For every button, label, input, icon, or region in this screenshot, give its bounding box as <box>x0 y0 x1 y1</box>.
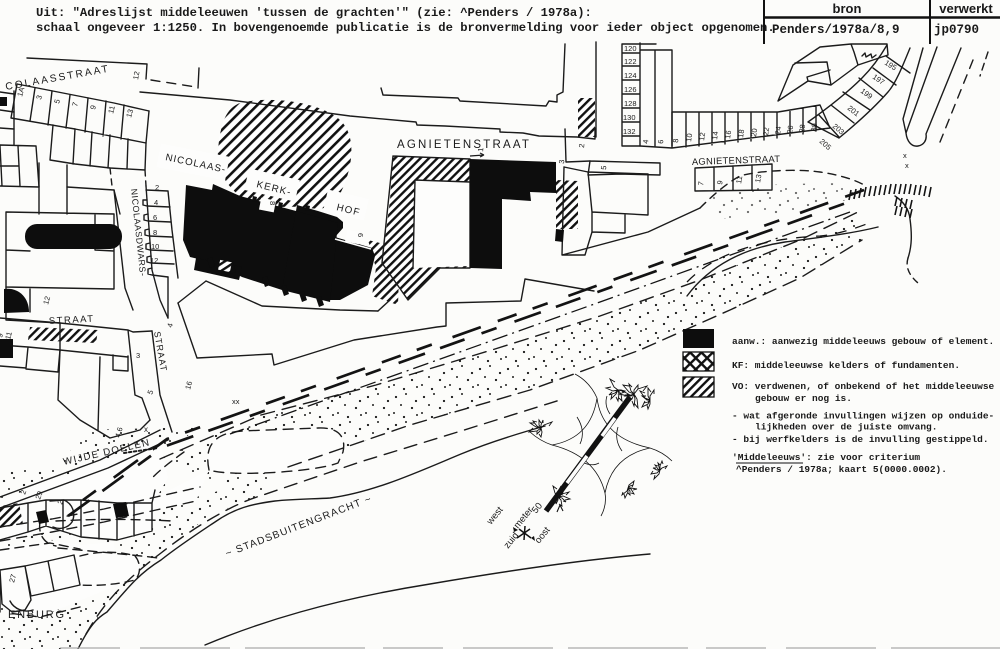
svg-text:AGNIETENSTRAAT: AGNIETENSTRAAT <box>692 153 781 167</box>
svg-text:29: 29 <box>33 490 44 501</box>
svg-text:Uit: "Adreslijst middeleeuwen: Uit: "Adreslijst middeleeuwen 'tussen de… <box>36 6 592 20</box>
svg-text:4: 4 <box>641 139 650 144</box>
svg-text:10: 10 <box>684 133 694 143</box>
svg-text:18: 18 <box>736 129 746 139</box>
svg-text:130: 130 <box>623 113 636 122</box>
svg-text:1: 1 <box>476 147 485 152</box>
svg-text:26: 26 <box>785 125 795 135</box>
svg-text:- wat afgeronde invullingen wi: - wat afgeronde invullingen wijzen op on… <box>732 411 994 422</box>
svg-text:2: 2 <box>55 499 65 506</box>
svg-text:2: 2 <box>577 143 586 148</box>
svg-text:22: 22 <box>761 127 771 137</box>
svg-text:12: 12 <box>150 256 158 265</box>
svg-text:16: 16 <box>183 380 194 390</box>
svg-text:xx: xx <box>232 397 240 406</box>
svg-text:2: 2 <box>18 489 28 496</box>
svg-text:ENBURG: ENBURG <box>8 609 66 621</box>
svg-text:AGNIETENSTRAAT: AGNIETENSTRAAT <box>397 139 531 151</box>
svg-text:124: 124 <box>624 71 637 80</box>
svg-text:4: 4 <box>154 198 158 207</box>
svg-text:12: 12 <box>131 71 141 81</box>
svg-text:122: 122 <box>624 57 637 66</box>
svg-text:aanw.: aanwezig middeleeuws ge: aanw.: aanwezig middeleeuws gebouw of el… <box>732 336 994 347</box>
svg-text:bron: bron <box>833 1 862 16</box>
svg-text:6: 6 <box>656 139 665 144</box>
svg-text:1A: 1A <box>15 86 26 97</box>
svg-text:9: 9 <box>0 332 5 338</box>
svg-text:KF: middeleeuwse kelders of fu: KF: middeleeuwse kelders of fundamenten. <box>732 360 960 371</box>
svg-text:14: 14 <box>710 131 720 141</box>
svg-text:11: 11 <box>106 105 117 115</box>
svg-text:x: x <box>905 161 909 170</box>
svg-text:4: 4 <box>165 322 175 328</box>
svg-text:6: 6 <box>356 233 365 237</box>
svg-text:Penders/1978a/8,9: Penders/1978a/8,9 <box>772 23 900 37</box>
svg-text:2: 2 <box>155 183 159 192</box>
svg-text:132: 132 <box>623 127 636 136</box>
svg-text:4 6: 4 6 <box>113 426 124 438</box>
svg-text:3: 3 <box>34 94 44 100</box>
svg-text:16: 16 <box>723 130 733 140</box>
svg-text:^Penders / 1978a; kaart 5(0000: ^Penders / 1978a; kaart 5(0000.0002). <box>736 464 947 475</box>
svg-text:8: 8 <box>671 138 680 143</box>
svg-text:20: 20 <box>749 128 759 138</box>
svg-text:schaal ongeveer 1:1250. In bov: schaal ongeveer 1:1250. In bovengenoemde… <box>36 21 775 35</box>
svg-text:- bij werfkelders is de invull: - bij werfkelders is de invulling gestip… <box>732 434 989 445</box>
svg-text:27: 27 <box>7 573 18 583</box>
svg-text:'Middeleeuws': zie voor criter: 'Middeleeuws': zie voor criterium <box>732 452 920 463</box>
svg-text:VO: verdwenen, of onbekend of: VO: verdwenen, of onbekend of het middel… <box>732 381 995 392</box>
svg-text:7: 7 <box>696 181 706 187</box>
svg-text:x: x <box>144 425 151 434</box>
svg-text:verwerkt: verwerkt <box>939 1 993 16</box>
svg-text:13: 13 <box>753 174 763 184</box>
svg-text:12: 12 <box>697 132 707 142</box>
svg-text:gebouw er nog is.: gebouw er nog is. <box>755 393 852 404</box>
svg-text:24: 24 <box>773 126 783 136</box>
svg-text:9: 9 <box>88 104 98 110</box>
svg-text:8: 8 <box>268 201 277 205</box>
svg-text:128: 128 <box>624 99 637 108</box>
svg-text:5: 5 <box>145 389 155 396</box>
svg-text:5: 5 <box>52 98 62 104</box>
svg-text:7: 7 <box>70 101 80 107</box>
svg-text:120: 120 <box>624 44 637 53</box>
svg-text:6: 6 <box>153 213 157 222</box>
svg-text:11: 11 <box>734 175 744 184</box>
svg-text:12: 12 <box>41 295 52 305</box>
svg-text:10: 10 <box>151 242 159 251</box>
svg-text:lijkheden over de juiste omvan: lijkheden over de juiste omvang. <box>755 422 937 433</box>
svg-text:28: 28 <box>797 124 807 134</box>
svg-text:8: 8 <box>153 228 157 237</box>
svg-text:11: 11 <box>3 331 14 341</box>
svg-text:13: 13 <box>124 108 135 118</box>
svg-text:126: 126 <box>624 85 637 94</box>
svg-text:jp0790: jp0790 <box>934 23 979 37</box>
svg-text:9: 9 <box>715 180 725 186</box>
svg-text:3: 3 <box>136 351 140 360</box>
svg-text:30: 30 <box>809 123 819 133</box>
svg-text:x: x <box>903 151 907 160</box>
svg-text:STRAAT: STRAAT <box>49 314 95 327</box>
svg-text:5: 5 <box>599 165 608 170</box>
svg-text:3: 3 <box>557 159 566 164</box>
